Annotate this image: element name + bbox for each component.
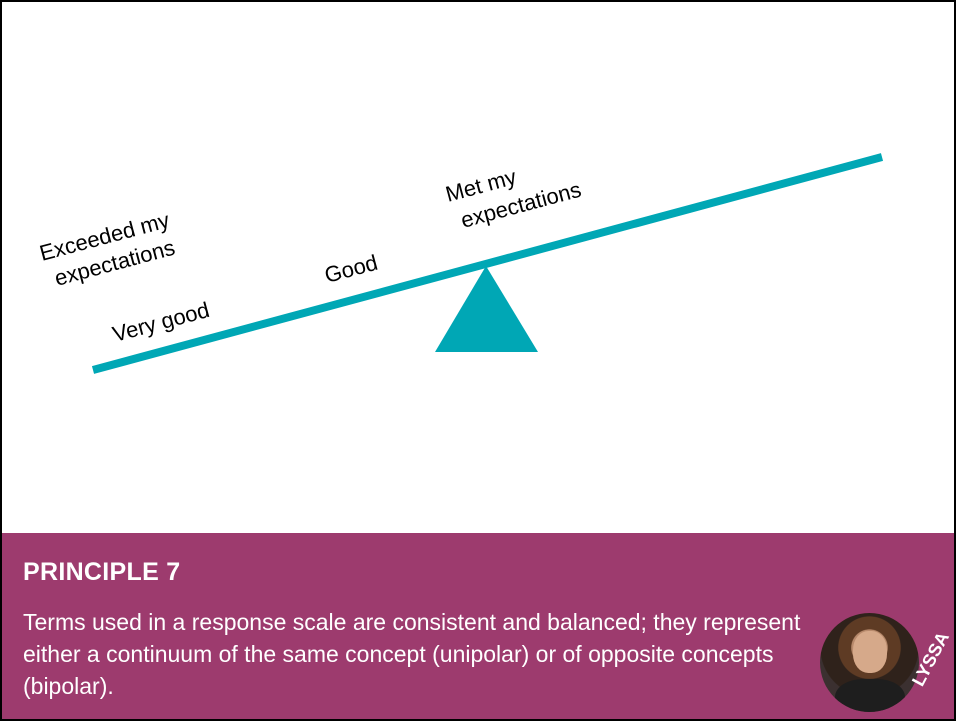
avatar-face [853, 631, 887, 673]
principle-title: PRINCIPLE 7 [23, 558, 181, 586]
principle-banner: PRINCIPLE 7 Terms used in a response sca… [2, 533, 954, 719]
fulcrum-triangle [435, 266, 538, 352]
avatar-shirt [835, 679, 905, 712]
author-avatar [820, 613, 919, 712]
label-good: Good [322, 250, 380, 288]
principle-text: Terms used in a response scale are consi… [23, 609, 801, 699]
scale-beam [91, 153, 884, 374]
seesaw-diagram: Exceeded my expectations Very good Good … [37, 153, 884, 374]
